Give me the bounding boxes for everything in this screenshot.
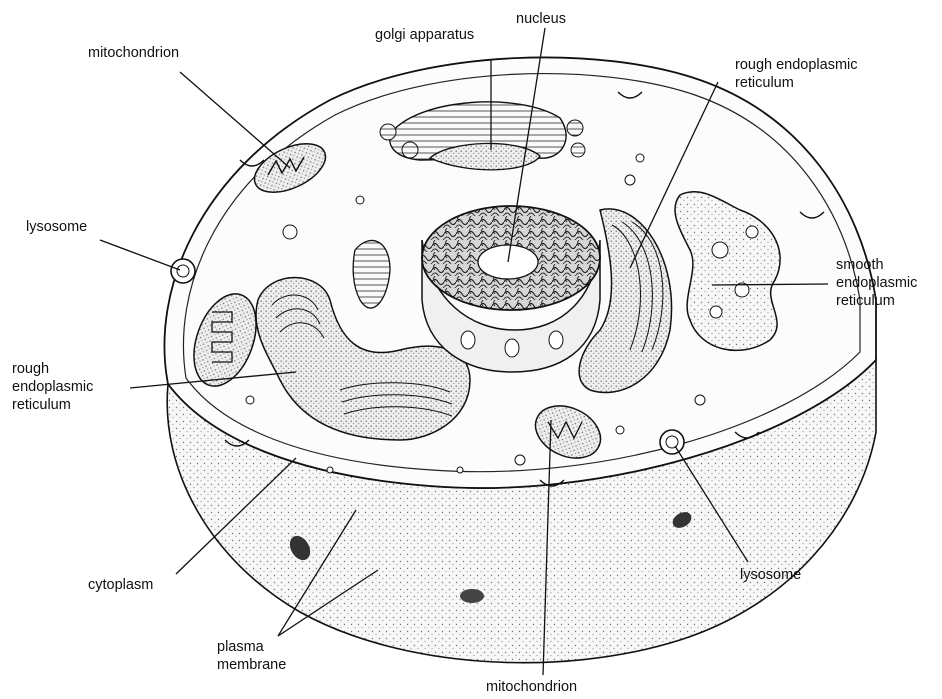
leader-lysosome-left <box>100 240 180 270</box>
label-golgi-apparatus: golgi apparatus <box>375 26 474 44</box>
leader-mito-top <box>180 72 290 168</box>
surface-dimple <box>460 589 484 603</box>
lysosome-left <box>171 259 195 283</box>
lysosome-right <box>660 430 684 454</box>
label-nucleus: nucleus <box>516 10 566 28</box>
label-cytoplasm: cytoplasm <box>88 576 153 594</box>
nucleus <box>422 206 600 372</box>
label-lysosome-left: lysosome <box>26 218 87 236</box>
label-mitochondrion-bottom: mitochondrion <box>486 678 577 696</box>
label-lysosome-right: lysosome <box>740 566 801 584</box>
label-mitochondrion-top: mitochondrion <box>88 44 179 62</box>
